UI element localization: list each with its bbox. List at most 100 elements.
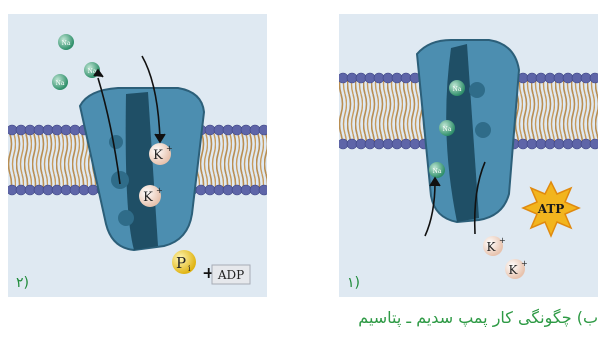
phospholipid-head [61, 185, 71, 195]
phospholipid-head [383, 73, 393, 83]
svg-text:ATP: ATP [537, 202, 565, 216]
phospholipid-head [223, 185, 233, 195]
phospholipid-head [25, 185, 35, 195]
phospholipid-head [347, 139, 357, 149]
phospholipid-head [401, 139, 411, 149]
phospholipid-head [392, 139, 402, 149]
phospholipid-head [43, 185, 53, 195]
phospholipid-head [70, 185, 80, 195]
phospholipid-head [527, 139, 537, 149]
svg-text:Na: Na [62, 40, 71, 47]
potassium-ions: K + K + [483, 236, 528, 279]
phospholipid-head [232, 185, 242, 195]
svg-text:+: + [521, 259, 528, 268]
svg-text:Na: Na [443, 126, 452, 133]
svg-text:i: i [188, 264, 191, 273]
phospholipid-head [259, 125, 267, 135]
phospholipid-head [8, 185, 17, 195]
phosphate: P i [172, 250, 196, 274]
svg-text:Na: Na [56, 80, 65, 87]
potassium-ion: K + [505, 259, 528, 279]
svg-text:K: K [143, 190, 153, 205]
phospholipid-head [16, 125, 26, 135]
sodium-ion: Na [52, 74, 68, 90]
sodium-potassium-pump [417, 40, 519, 222]
atp-burst: ATP [523, 182, 579, 236]
phospholipid-head [34, 185, 44, 195]
phospholipid-head [250, 125, 260, 135]
panel-step-1: Na Na Na K + K + ATP ۱) [339, 14, 598, 297]
potassium-ion: K + [483, 236, 506, 256]
phospholipid-head [401, 73, 411, 83]
phospholipid-head [383, 139, 393, 149]
panel-number: ۲) [16, 275, 29, 291]
svg-text:+: + [166, 144, 173, 153]
phospholipid-head [365, 73, 375, 83]
phospholipid-head [590, 139, 598, 149]
phospholipid-head [581, 139, 591, 149]
phospholipid-head [563, 73, 573, 83]
phospholipid-head [374, 139, 384, 149]
phospholipid-head [259, 185, 267, 195]
phospholipid-head [34, 125, 44, 135]
svg-text:+: + [499, 236, 506, 245]
phospholipid-head [518, 139, 528, 149]
phospholipid-head [554, 139, 564, 149]
diagram-step-1: Na Na Na K + K + ATP [339, 14, 598, 297]
figure-caption: ب) چگونگی کار پمپ سدیم ـ پتاسیم [358, 308, 598, 327]
phospholipid-head [356, 73, 366, 83]
phospholipid-head [205, 125, 215, 135]
phospholipid-head [52, 185, 62, 195]
phospholipid-head [545, 73, 555, 83]
phospholipid-head [339, 73, 348, 83]
adp-box: ADP [212, 265, 250, 284]
phospholipid-head [196, 185, 206, 195]
sodium-ion: Na [58, 34, 74, 50]
phospholipid-head [572, 139, 582, 149]
diagram-step-2: Na Na Na K + K + P i + [8, 14, 267, 297]
phospholipid-head [563, 139, 573, 149]
sodium-ions: Na Na Na [52, 34, 100, 90]
phospholipid-head [43, 125, 53, 135]
svg-text:K: K [509, 263, 519, 277]
phospholipid-head [339, 139, 348, 149]
svg-text:Na: Na [453, 86, 462, 93]
phospholipid-head [214, 185, 224, 195]
phospholipid-head [25, 125, 35, 135]
phospholipid-head [536, 139, 546, 149]
phospholipid-head [392, 73, 402, 83]
panel-step-2: Na Na Na K + K + P i + [8, 14, 267, 297]
phospholipid-head [527, 73, 537, 83]
phospholipid-head [88, 185, 98, 195]
phospholipid-head [356, 139, 366, 149]
phospholipid-head [8, 125, 17, 135]
phospholipid-head [590, 73, 598, 83]
sodium-ion: Na [429, 162, 445, 178]
phospholipid-head [410, 139, 420, 149]
phospholipid-head [61, 125, 71, 135]
phospholipid-head [365, 139, 375, 149]
phospholipid-head [205, 185, 215, 195]
panel-number: ۱) [347, 275, 360, 291]
phospholipid-head [581, 73, 591, 83]
phospholipid-head [250, 185, 260, 195]
phospholipid-head [241, 125, 251, 135]
phospholipid-head [572, 73, 582, 83]
sodium-ion: Na [449, 80, 465, 96]
svg-text:K: K [153, 148, 163, 163]
phospholipid-head [241, 185, 251, 195]
svg-text:K: K [487, 240, 497, 254]
svg-text:+: + [156, 186, 163, 195]
phospholipid-head [545, 139, 555, 149]
sodium-potassium-pump [80, 88, 204, 250]
svg-text:P: P [176, 254, 186, 272]
svg-text:ADP: ADP [217, 268, 244, 282]
phospholipid-head [536, 73, 546, 83]
phospholipid-head [374, 73, 384, 83]
phospholipid-head [347, 73, 357, 83]
phospholipid-head [70, 125, 80, 135]
phospholipid-head [214, 125, 224, 135]
phospholipid-head [232, 125, 242, 135]
phospholipid-head [79, 185, 89, 195]
phospholipid-head [16, 185, 26, 195]
